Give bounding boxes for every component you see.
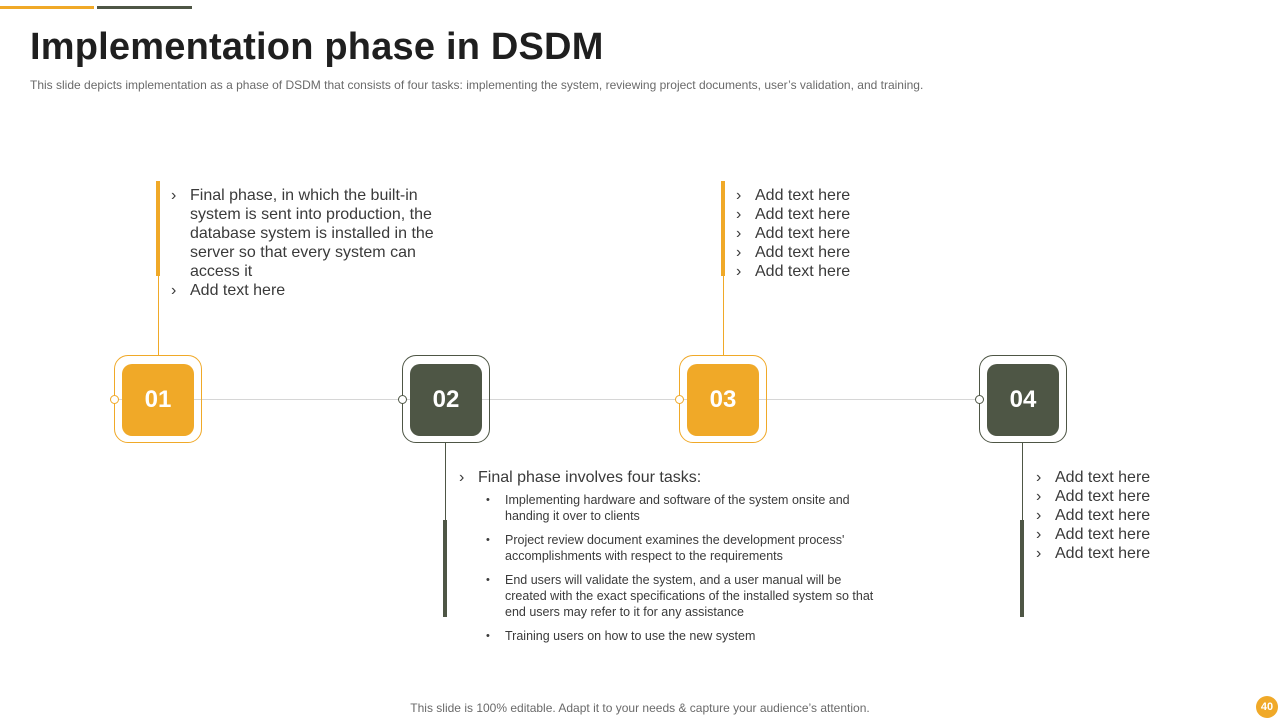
- step-2-task: Training users on how to use the new sys…: [486, 628, 879, 644]
- step-3-item: Add text here: [736, 205, 936, 224]
- step-4-dot: [975, 395, 984, 404]
- step-3-text-bar: [721, 181, 725, 276]
- top-accent-bar-gold: [0, 6, 94, 9]
- step-1-badge: 01: [122, 364, 194, 436]
- step-3-dot: [675, 395, 684, 404]
- step-2-heading: Final phase involves four tasks:: [459, 468, 879, 487]
- step-1-item: Final phase, in which the built-in syste…: [171, 186, 441, 281]
- step-4-item: Add text here: [1036, 487, 1236, 506]
- step-2-task: Project review document examines the dev…: [486, 532, 879, 564]
- step-2-task-list: Implementing hardware and software of th…: [459, 492, 879, 644]
- step-1-text-bar: [156, 181, 160, 276]
- slide-footer: This slide is 100% editable. Adapt it to…: [410, 701, 870, 715]
- step-4-item: Add text here: [1036, 506, 1236, 525]
- step-3-badge: 03: [687, 364, 759, 436]
- step-1-item: Add text here: [171, 281, 441, 300]
- step-2-text-bar: [443, 520, 447, 617]
- step-3-connector: [723, 272, 724, 355]
- step-4-item: Add text here: [1036, 525, 1236, 544]
- step-1-connector: [158, 272, 159, 355]
- step-1-dot: [110, 395, 119, 404]
- step-2-badge: 02: [410, 364, 482, 436]
- step-4-item: Add text here: [1036, 468, 1236, 487]
- step-3-item: Add text here: [736, 262, 936, 281]
- step-2-connector: [445, 443, 446, 523]
- step-4-badge: 04: [987, 364, 1059, 436]
- top-accent-bar-dark: [97, 6, 192, 9]
- step-3-text: Add text here Add text here Add text her…: [736, 186, 936, 281]
- step-3-item: Add text here: [736, 243, 936, 262]
- step-4-text: Add text here Add text here Add text her…: [1036, 468, 1236, 563]
- step-4-connector: [1022, 443, 1023, 523]
- step-2-task: Implementing hardware and software of th…: [486, 492, 879, 524]
- step-2-dot: [398, 395, 407, 404]
- step-3-item: Add text here: [736, 186, 936, 205]
- step-1-text: Final phase, in which the built-in syste…: [171, 186, 441, 300]
- step-2-text: Final phase involves four tasks: Impleme…: [459, 468, 879, 652]
- step-4-item: Add text here: [1036, 544, 1236, 563]
- step-2-task: End users will validate the system, and …: [486, 572, 879, 620]
- slide-subtitle: This slide depicts implementation as a p…: [30, 78, 924, 92]
- timeline-line: [116, 399, 982, 400]
- step-3-item: Add text here: [736, 224, 936, 243]
- step-4-text-bar: [1020, 520, 1024, 617]
- page-number-badge: 40: [1256, 696, 1278, 718]
- slide-title: Implementation phase in DSDM: [30, 26, 604, 68]
